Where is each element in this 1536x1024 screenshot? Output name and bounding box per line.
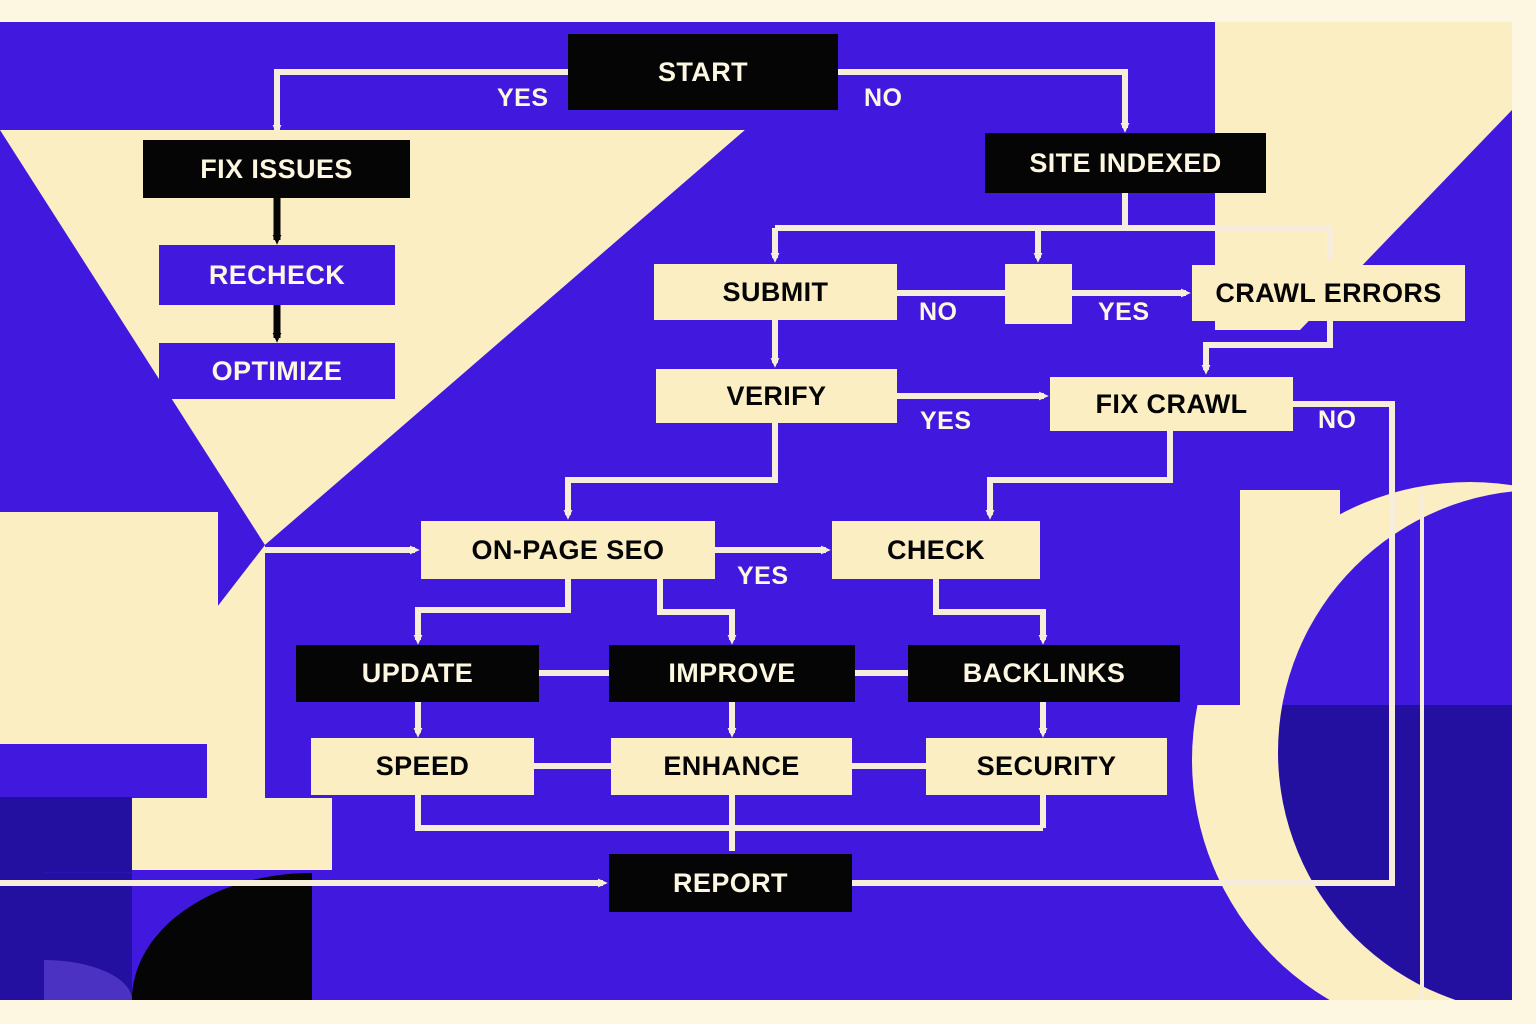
node-start[interactable]: START (568, 34, 838, 110)
node-label: ENHANCE (663, 751, 800, 781)
edge-label-yes-seo-check: YES (737, 562, 789, 590)
node-label: SECURITY (976, 751, 1117, 781)
node-verify[interactable]: VERIFY (656, 369, 897, 423)
edge-label-no-fixcrawl: NO (1318, 406, 1357, 434)
node-label: RECHECK (208, 259, 346, 290)
node-recheck[interactable]: RECHECK (159, 245, 395, 305)
node-optimize[interactable]: OPTIMIZE (159, 343, 395, 399)
node-label: CHECK (886, 534, 985, 565)
node-fix-crawl[interactable]: FIX CRAWL (1050, 377, 1293, 431)
edge-label-yes-decision-crawl: YES (1098, 298, 1150, 326)
node-fix-issues[interactable]: FIX ISSUES (143, 140, 410, 198)
node-decision[interactable] (1005, 264, 1072, 324)
node-label: START (658, 56, 748, 87)
node-label: IMPROVE (668, 658, 796, 688)
node-on-page-seo[interactable]: ON-PAGE SEO (421, 521, 715, 579)
node-crawl-errors[interactable]: CRAWL ERRORS (1192, 265, 1465, 321)
node-enhance[interactable]: ENHANCE (611, 738, 852, 795)
connectors (0, 69, 1395, 888)
node-site-indexed[interactable]: SITE INDEXED (985, 133, 1266, 193)
node-label: FIX ISSUES (200, 153, 353, 184)
node-label: BACKLINKS (962, 658, 1126, 688)
node-label: SPEED (375, 751, 470, 781)
edge-label-no-submit-decision: NO (919, 298, 958, 326)
edge-label-no-start-indexed: NO (864, 84, 903, 112)
node-label: SITE INDEXED (1029, 147, 1222, 178)
node-report[interactable]: REPORT (609, 854, 852, 912)
node-check[interactable]: CHECK (832, 521, 1040, 579)
node-label: REPORT (673, 867, 788, 898)
node-speed[interactable]: SPEED (311, 738, 534, 795)
edge-label-yes-verify-fix: YES (920, 407, 972, 435)
node-label: FIX CRAWL (1095, 388, 1248, 419)
node-label: OPTIMIZE (211, 355, 343, 386)
node-label: ON-PAGE SEO (471, 534, 665, 565)
node-security[interactable]: SECURITY (926, 738, 1167, 795)
node-submit[interactable]: SUBMIT (654, 264, 897, 320)
node-backlinks[interactable]: BACKLINKS (908, 645, 1180, 702)
edge-label-yes-start-fix: YES (497, 84, 549, 112)
node-label: CRAWL ERRORS (1215, 277, 1442, 308)
node-update[interactable]: UPDATE (296, 645, 539, 702)
node-improve[interactable]: IMPROVE (609, 645, 855, 702)
deco-stripe (207, 545, 265, 862)
node-label: UPDATE (361, 658, 474, 688)
node-label: SUBMIT (722, 276, 829, 307)
node-label: VERIFY (726, 380, 827, 411)
